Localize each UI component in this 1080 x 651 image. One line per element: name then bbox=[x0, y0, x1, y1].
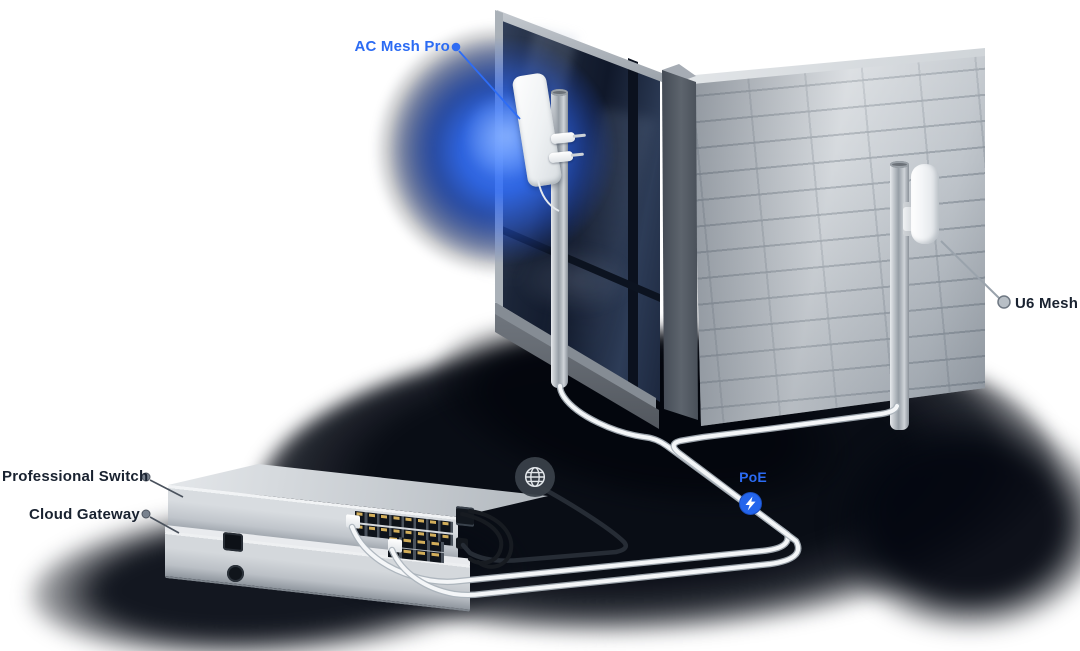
label-ac-mesh-pro: AC Mesh Pro bbox=[354, 38, 450, 55]
gateway-display bbox=[227, 565, 244, 582]
label-dot-u6-mesh bbox=[997, 295, 1011, 309]
cable-plug bbox=[346, 514, 360, 529]
label-dot-cloud-gateway bbox=[141, 509, 151, 519]
label-professional-switch: Professional Switch bbox=[2, 468, 149, 485]
glass-mullion-vertical bbox=[628, 58, 638, 396]
lightning-bolt-icon bbox=[745, 496, 756, 511]
sfp-patch-cable bbox=[468, 509, 514, 569]
label-poe: PoE bbox=[739, 469, 767, 485]
u6-mesh-device bbox=[911, 164, 939, 244]
switch-sfp-ports bbox=[456, 506, 474, 527]
floor-shadow-right bbox=[835, 415, 1080, 630]
internet-globe-icon bbox=[515, 457, 555, 497]
brick-wall-shading bbox=[693, 56, 985, 426]
cable-plug bbox=[388, 538, 402, 553]
label-u6-mesh: U6 Mesh bbox=[1015, 295, 1079, 312]
label-cloud-gateway: Cloud Gateway bbox=[29, 506, 140, 523]
mounting-pole-left-cap bbox=[551, 89, 568, 96]
mounting-pole-right-cap bbox=[890, 161, 909, 168]
wan-cable-plug bbox=[456, 537, 468, 550]
switch-display bbox=[223, 531, 243, 553]
corner-post bbox=[662, 70, 698, 420]
poe-badge bbox=[739, 492, 762, 515]
